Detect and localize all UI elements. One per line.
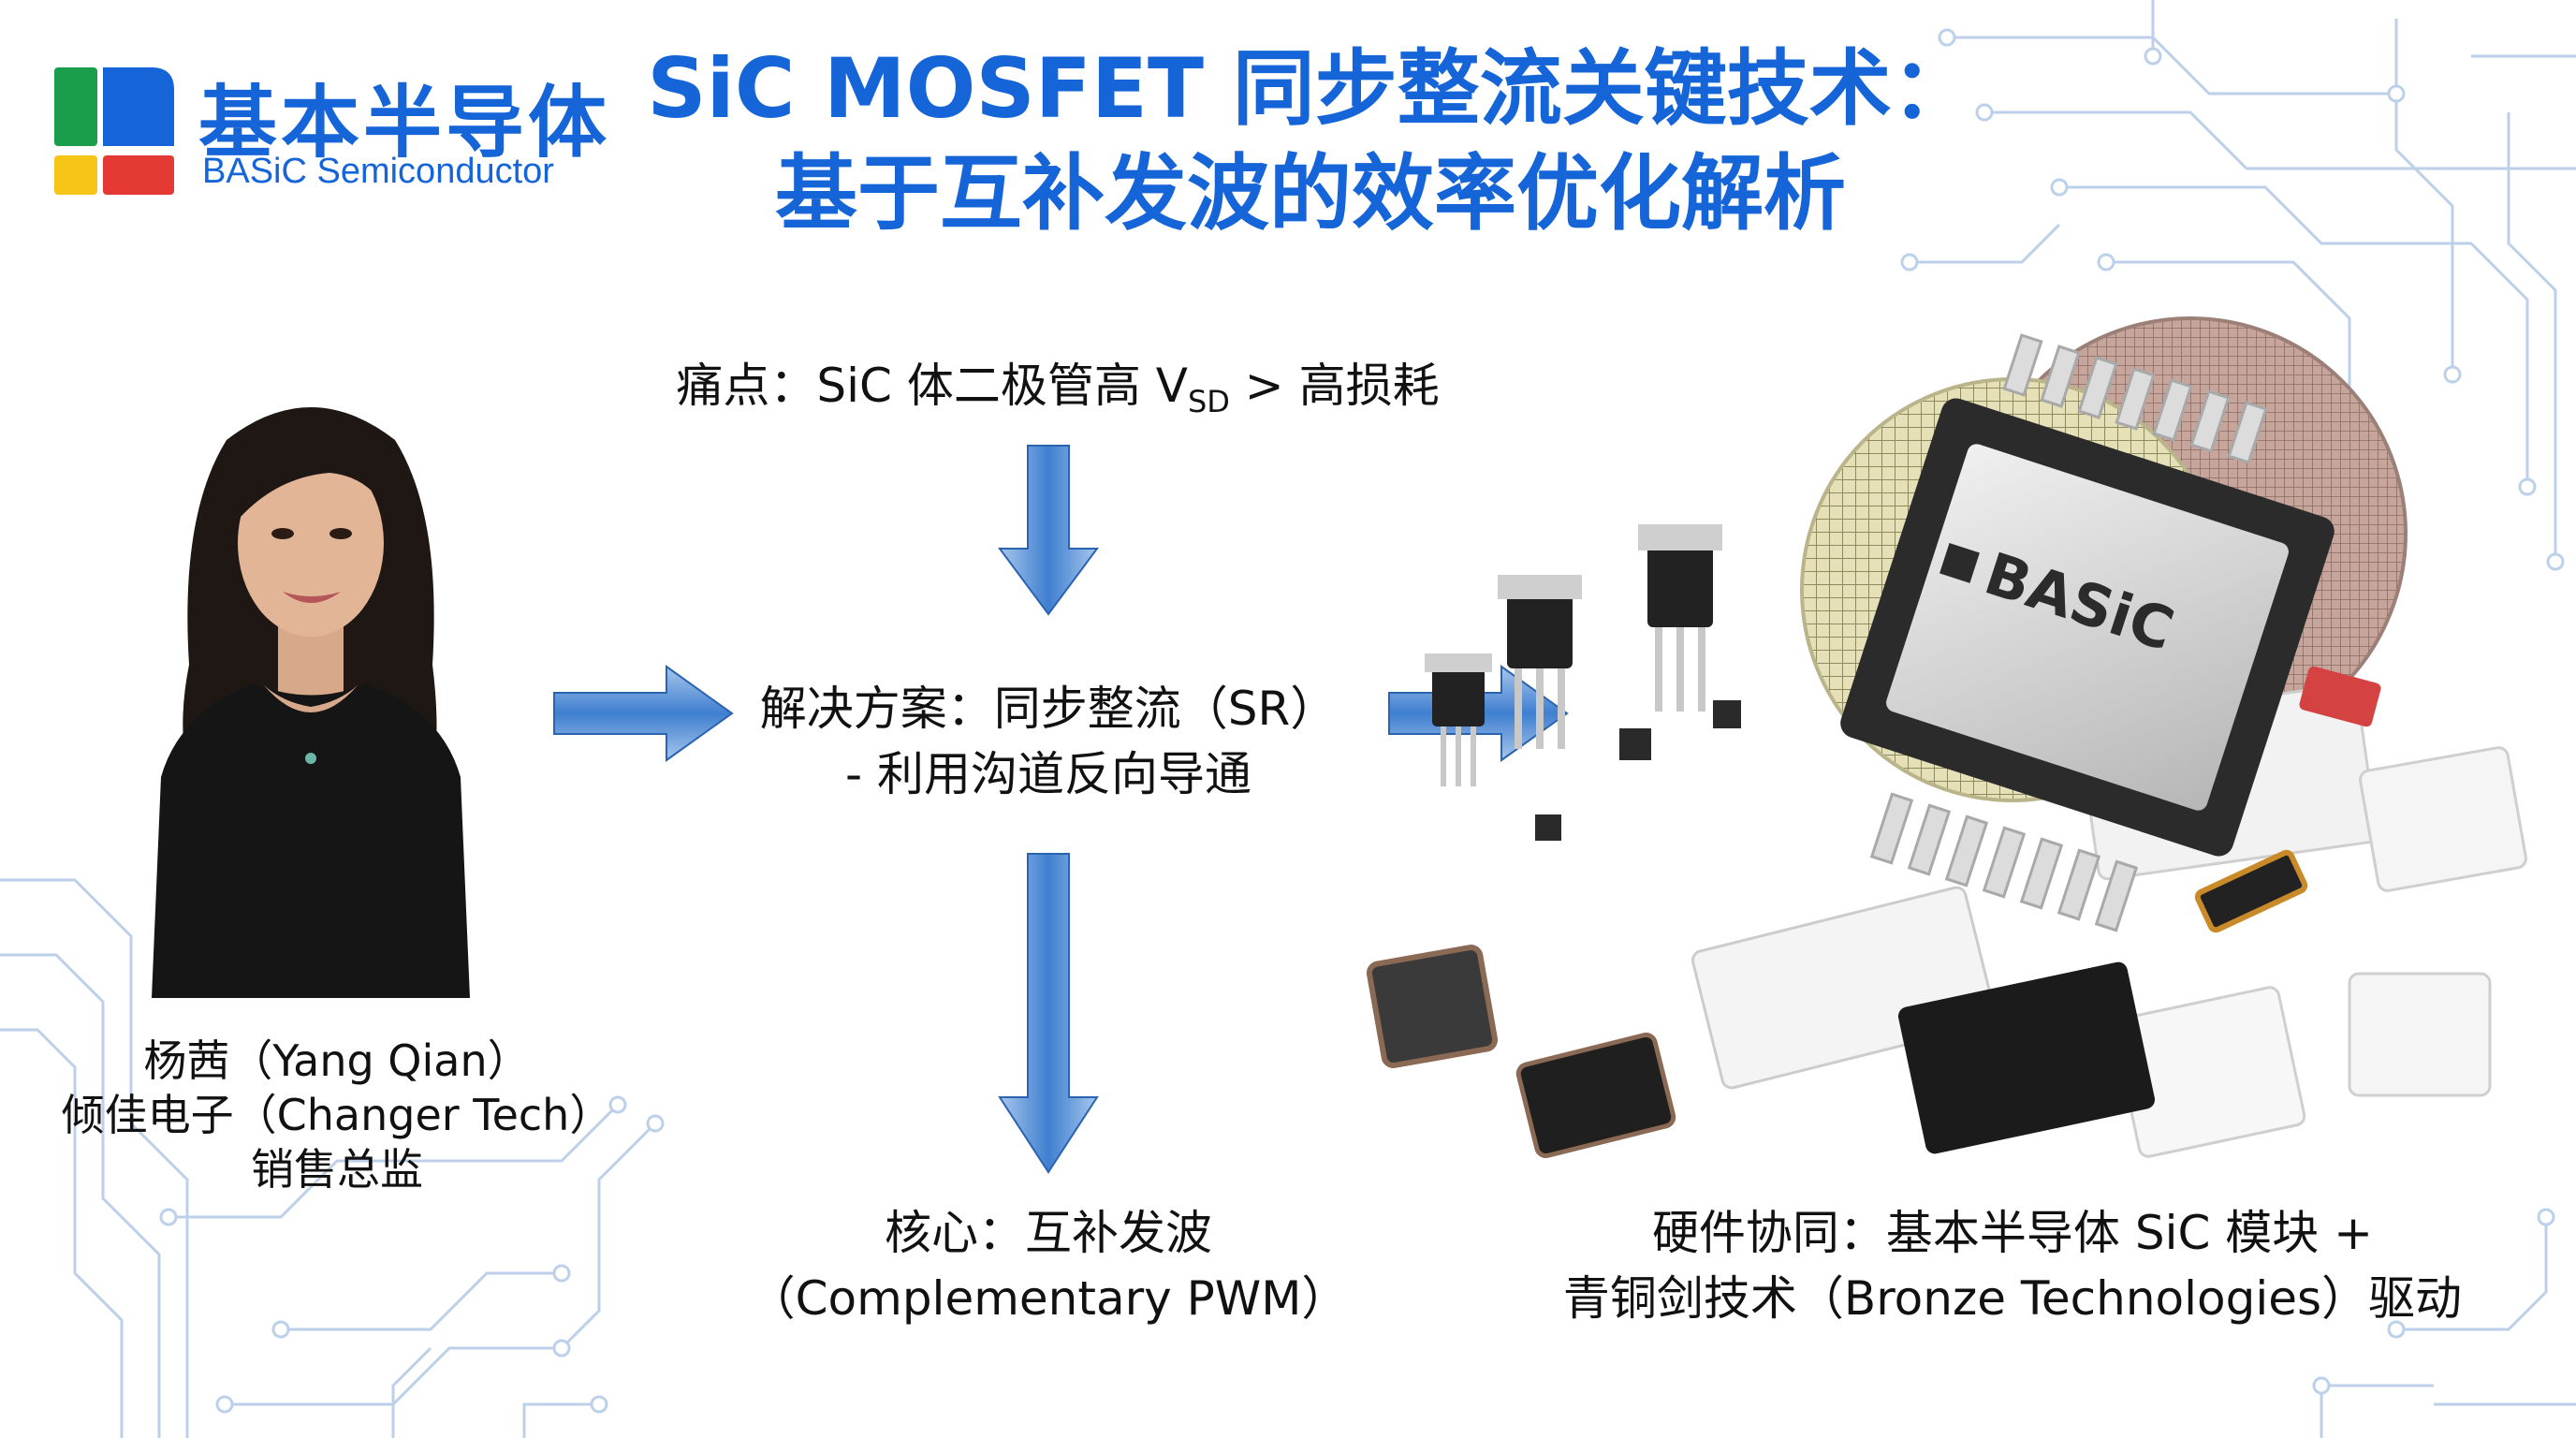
gold-package [2194,849,2308,933]
module-left-black [1515,1032,1676,1159]
speaker-name: 杨茜（Yang Qian） [143,1035,531,1086]
arrow-right-speaker-to-solution [553,665,734,762]
smd-chip-2 [1713,700,1741,728]
solution-text: 解决方案：同步整流（SR） - 利用沟道反向导通 [637,676,1460,807]
sic-products-illustration: BASiC [1366,316,2527,1159]
logo-name-en: BASiC Semiconductor [202,152,554,191]
core-line2: （Complementary PWM） [748,1271,1349,1326]
pain-point-prefix: 痛点：SiC 体二极管高 V [676,359,1188,413]
red-chip [2299,666,2381,727]
page-title-line1: SiC MOSFET 同步整流关键技术： [647,40,1974,137]
to-package-3 [1425,653,1492,786]
speaker-info: 杨茜（Yang Qian） 倾佳电子（Changer Tech） 销售总监 [37,1034,637,1196]
core-text: 核心：互补发波 （Complementary PWM） [655,1200,1442,1331]
arrow-down-pain-to-solution [998,445,1099,616]
page-title-line2: 基于互补发波的效率优化解析 [774,145,1846,242]
pain-point-suffix: > 高损耗 [1229,359,1440,413]
speaker-role: 销售总监 [251,1144,423,1195]
smd-chip-1 [1619,728,1651,760]
speaker-company: 倾佳电子（Changer Tech） [61,1090,613,1140]
hardware-line2: 青铜剑技术（Bronze Technologies）驱动 [1562,1271,2463,1326]
solution-line2: - 利用沟道反向导通 [845,747,1251,801]
pain-point-subscript: SD [1187,384,1230,419]
to-package-2 [1638,524,1722,712]
module-black [1897,961,2156,1154]
module-left-brown [1366,945,1499,1068]
hardware-line1: 硬件协同：基本半导体 SiC 模块 + [1651,1206,2374,1260]
solution-line1: 解决方案：同步整流（SR） [759,682,1338,736]
pain-point-text: 痛点：SiC 体二极管高 VSD > 高损耗 [562,348,1554,419]
module-white-bottom-right [2348,972,2492,1097]
main-sic-chip: BASiC [1840,398,2334,857]
smd-chip-3 [1535,814,1561,841]
hardware-text: 硬件协同：基本半导体 SiC 模块 + 青铜剑技术（Bronze Technol… [1516,1200,2509,1331]
arrow-down-solution-to-core [998,853,1099,1174]
basic-logo-mark [54,67,174,195]
speaker-photo [152,407,470,998]
logo-name-cn: 基本半导体 [198,77,611,169]
core-line1: 核心：互补发波 [885,1206,1212,1260]
to-package-1 [1498,575,1582,749]
module-white-small [2359,746,2527,892]
